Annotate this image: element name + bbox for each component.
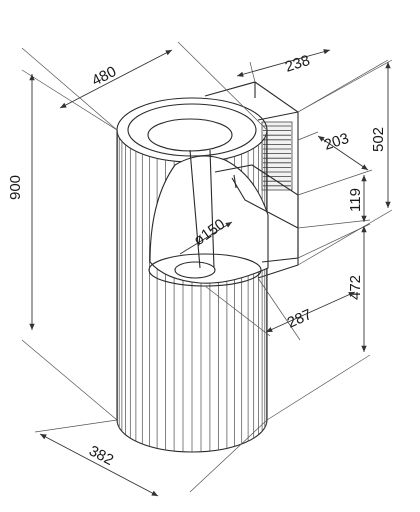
dim-label-119: 119 — [347, 188, 364, 212]
dimension-287: 287 — [204, 277, 356, 341]
dimension-502: 502 — [297, 59, 393, 266]
dimension-382: 382 — [34, 419, 268, 497]
dim-label-382: 382 — [86, 442, 116, 469]
dimension-238: 238 — [236, 49, 389, 113]
dim-label-472: 472 — [347, 275, 364, 300]
dimension-119: 119 — [297, 175, 371, 229]
dim-label-502: 502 — [370, 127, 387, 152]
dim-label-287: 287 — [285, 306, 315, 332]
dim-label-238: 238 — [283, 52, 312, 76]
dim-label-480: 480 — [89, 63, 119, 90]
dim-label-900: 900 — [7, 175, 24, 200]
column-body — [116, 97, 268, 453]
column-ribs — [117, 133, 267, 452]
dimension-900: 900 — [7, 69, 118, 421]
dim-label-203: 203 — [322, 130, 351, 154]
dimension-480: 480 — [21, 41, 268, 131]
dimension-203: 203 — [297, 130, 373, 196]
